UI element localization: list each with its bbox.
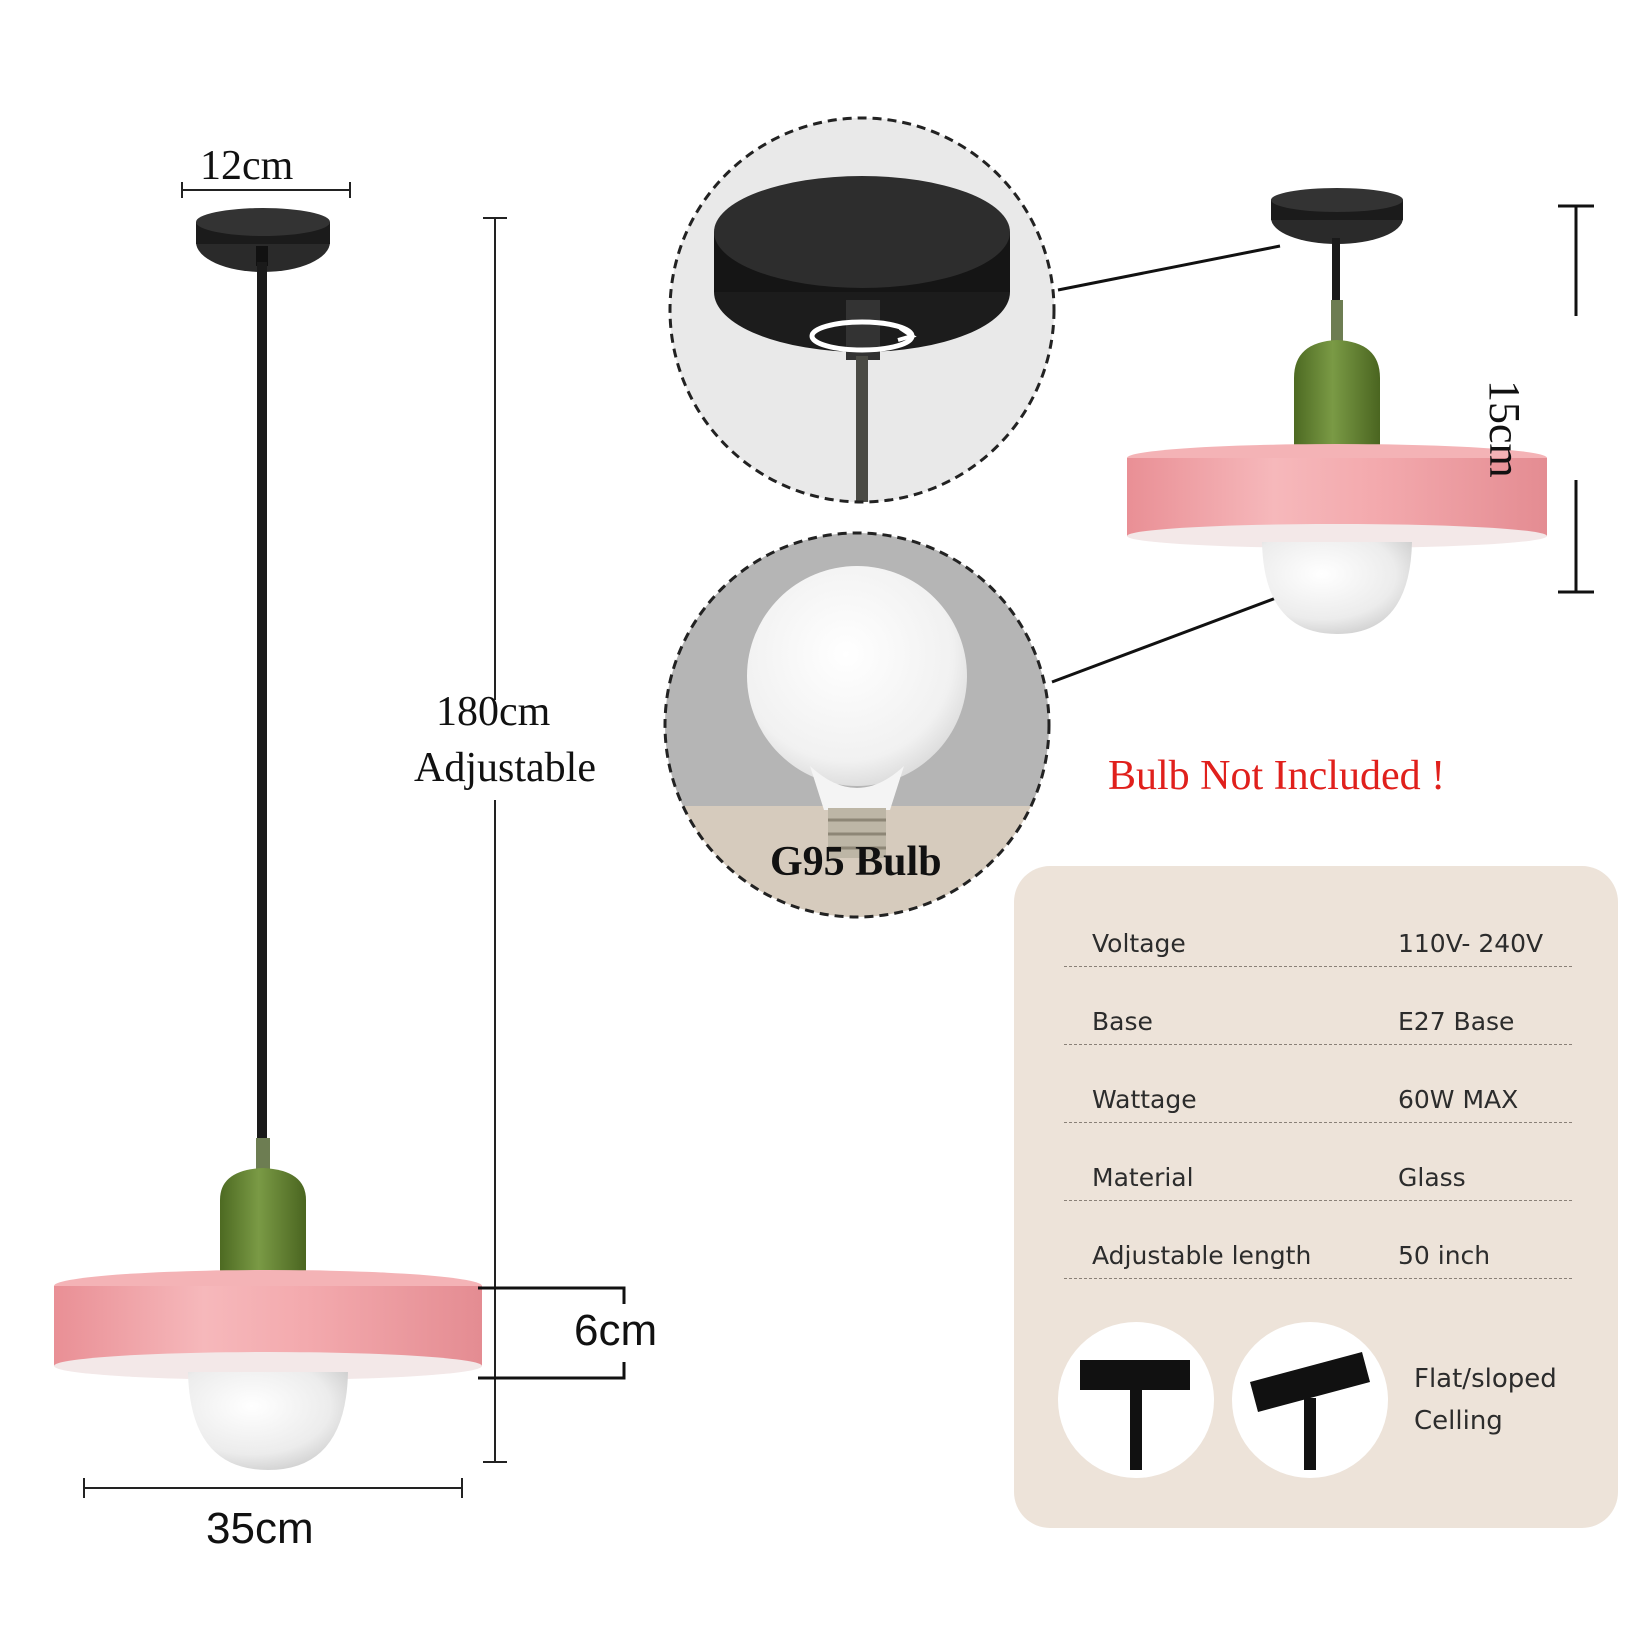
spec-row-base: Base E27 Base bbox=[1064, 966, 1572, 1045]
fixture-height-dimension bbox=[1558, 204, 1594, 594]
cord-length-note: Adjustable bbox=[414, 745, 596, 791]
fixture-height-label: 15cm bbox=[1480, 380, 1529, 478]
spec-row-voltage: Voltage 110V- 240V bbox=[1064, 888, 1572, 967]
bulb-not-included-note: Bulb Not Included ! bbox=[1108, 753, 1446, 799]
cord-length-label: 180cm bbox=[436, 689, 551, 735]
spec-value: 60W MAX bbox=[1398, 1085, 1519, 1114]
bulb-callout-line bbox=[1051, 596, 1277, 684]
spec-label: Wattage bbox=[1092, 1085, 1197, 1114]
shade-width-dimension bbox=[83, 1478, 463, 1498]
small-pendant bbox=[1127, 188, 1547, 634]
cord-length-dimension bbox=[483, 217, 507, 1463]
flat-ceiling-icon bbox=[1058, 1322, 1214, 1478]
sloped-ceiling-icon bbox=[1232, 1322, 1388, 1478]
spec-label: Adjustable length bbox=[1092, 1241, 1312, 1270]
shade-width-label: 35cm bbox=[206, 1504, 314, 1553]
ceiling-note-line-2: Celling bbox=[1414, 1406, 1503, 1436]
power-cord bbox=[257, 262, 267, 1142]
canopy-width-dimension bbox=[181, 182, 351, 198]
ceiling-canopy bbox=[196, 208, 330, 272]
canopy-callout-line bbox=[1057, 244, 1281, 292]
spec-value: Glass bbox=[1398, 1163, 1466, 1192]
spec-row-material: Material Glass bbox=[1064, 1122, 1572, 1201]
canopy-width-label: 12cm bbox=[200, 143, 294, 189]
pink-shade bbox=[54, 1270, 482, 1380]
spec-row-wattage: Wattage 60W MAX bbox=[1064, 1044, 1572, 1123]
green-socket bbox=[220, 1138, 306, 1272]
spec-label: Voltage bbox=[1092, 929, 1186, 958]
bulb-bottom bbox=[188, 1372, 348, 1470]
canopy-detail-circle bbox=[668, 116, 1056, 504]
spec-value: 50 inch bbox=[1398, 1241, 1491, 1270]
bulb-type-label: G95 Bulb bbox=[770, 839, 942, 885]
spec-value: E27 Base bbox=[1398, 1007, 1515, 1036]
shade-height-label: 6cm bbox=[574, 1306, 658, 1355]
spec-value: 110V- 240V bbox=[1398, 929, 1544, 958]
spec-label: Base bbox=[1092, 1007, 1153, 1036]
ceiling-compatibility-note: Flat/sloped Celling bbox=[1414, 1358, 1557, 1442]
spec-row-adjustable-length: Adjustable length 50 inch bbox=[1064, 1200, 1572, 1279]
spec-panel: Voltage 110V- 240V Base E27 Base Wattage… bbox=[1014, 866, 1618, 1528]
ceiling-note-line-1: Flat/sloped bbox=[1414, 1364, 1557, 1394]
shade-height-dimension bbox=[478, 1286, 626, 1380]
spec-label: Material bbox=[1092, 1163, 1194, 1192]
